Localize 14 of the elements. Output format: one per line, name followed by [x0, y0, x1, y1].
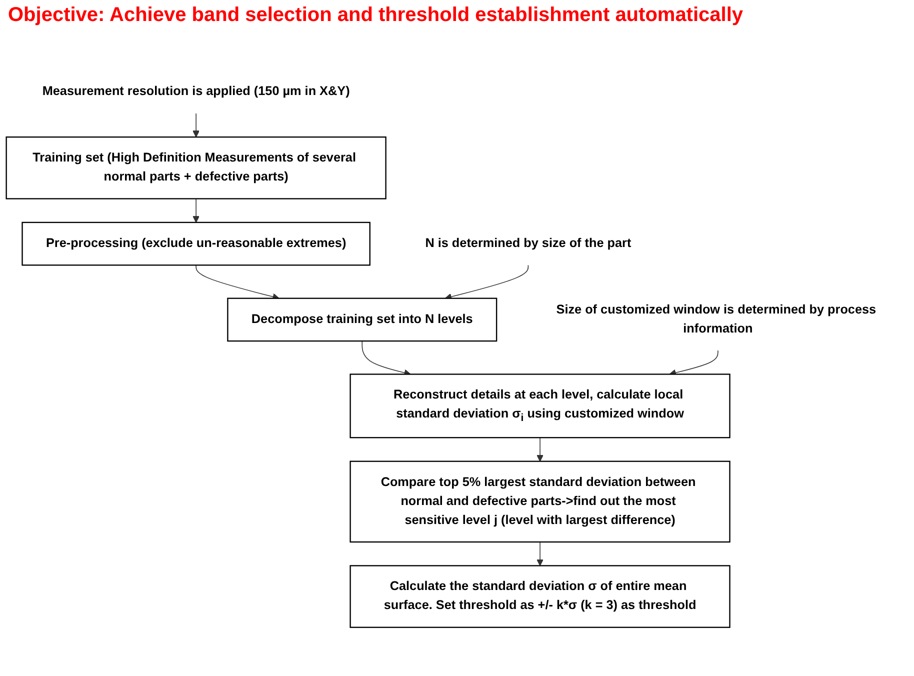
node-box: Training set (High Definition Measurements of several normal parts + defective parts)	[6, 136, 386, 200]
node-box: Calculate the standard deviation σ of entire mean surface. Set threshold as +/- k*σ (k = 3) as threshold	[350, 565, 730, 628]
arrow	[536, 437, 544, 462]
node-text: Size of customized window is determined by process information	[556, 303, 876, 336]
arrow	[192, 198, 200, 223]
diagram-title: Objective: Achieve band selection and threshold establishment automatically	[8, 4, 744, 27]
node-text: N is determined by size of the part	[425, 236, 632, 250]
node-box: Decompose training set into N levels	[227, 298, 498, 342]
node-box: Compare top 5% largest standard deviation between normal and defective parts->find out the most sensitive level j (level with largest difference)	[350, 460, 730, 543]
arrow	[536, 542, 544, 566]
node-box: Reconstruct details at each level, calculate local standard deviation σ$_{i}$ using customized window	[350, 374, 730, 438]
node-text: Measurement resolution is applied (150 µm in X&Y)	[42, 84, 350, 98]
arrow	[192, 112, 200, 138]
node-box: Pre-processing (exclude un-reasonable extremes)	[22, 222, 370, 266]
